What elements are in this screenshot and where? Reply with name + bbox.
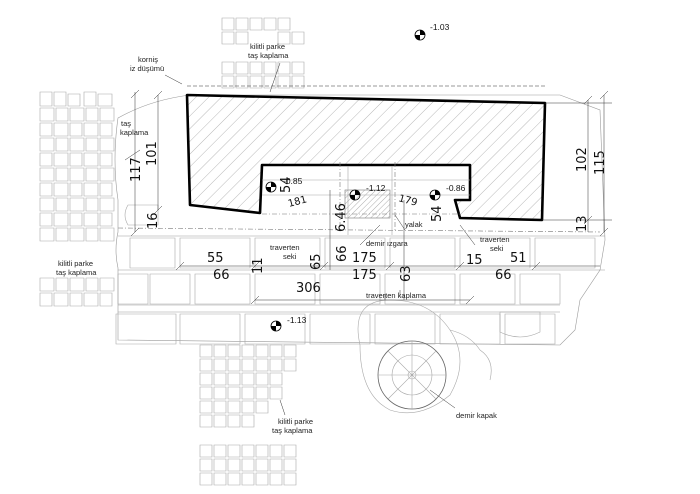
dim-115: 115 — [593, 150, 608, 175]
dim-102: 102 — [575, 147, 590, 172]
dim-65: 65 — [309, 253, 324, 270]
dim-179: 179 — [397, 193, 418, 209]
label-traverten-seki-2: seki — [283, 252, 297, 261]
dim-13: 13 — [575, 215, 590, 232]
level-right: -0.86 — [446, 183, 466, 193]
level-top: -1.03 — [430, 22, 450, 32]
label-tas-kaplama: taş — [121, 119, 131, 128]
dim-54-left: 54 — [279, 176, 294, 193]
level-marker-top — [414, 29, 426, 41]
label-traverten-seki: traverten — [270, 243, 300, 252]
dim-66-a: 66 — [213, 268, 230, 283]
dim-175-b: 175 — [352, 268, 377, 283]
dim-63: 63 — [399, 265, 414, 282]
label-traverten-kaplama: traverten kaplama — [366, 291, 427, 300]
level-marker-bottom — [270, 320, 282, 332]
label-kilitli-bottom-2: taş kaplama — [272, 426, 313, 435]
dim-16: 16 — [146, 212, 161, 229]
dim-306: 306 — [296, 281, 321, 296]
label-traverten-seki-right-2: seki — [490, 244, 504, 253]
dim-55: 55 — [207, 251, 224, 266]
level-marker-right — [429, 189, 441, 201]
label-kilitli-left: kilitli parke — [58, 259, 93, 268]
dim-51: 51 — [510, 251, 527, 266]
level-marker-left — [265, 181, 277, 193]
label-tas-kaplama-2: kaplama — [120, 128, 149, 137]
label-kilitli-top: kilitli parke — [250, 42, 285, 51]
dim-181: 181 — [287, 194, 308, 210]
left-paving-stones — [39, 91, 115, 307]
iron-cover-ornament — [357, 299, 541, 414]
level-marker-mid — [349, 189, 361, 201]
dim-66-b: 66 — [335, 245, 350, 262]
label-kornis: korniş — [138, 55, 158, 64]
dim-117: 117 — [129, 157, 144, 182]
dim-66-c: 66 — [495, 268, 512, 283]
label-traverten-seki-right: traverten — [480, 235, 510, 244]
dim-54-right: 54 — [430, 205, 445, 222]
label-kilitli-left-2: taş kaplama — [56, 268, 97, 277]
dim-101: 101 — [145, 141, 160, 166]
dimension-lines — [124, 62, 612, 416]
level-left: -0.85 — [283, 176, 303, 186]
fountain-basin-outline — [185, 93, 547, 222]
bottom-paving-stones — [199, 344, 297, 486]
level-bottom: -1.13 — [287, 315, 307, 325]
label-kilitli-bottom: kilitli parke — [278, 417, 313, 426]
label-kilitli-top-2: taş kaplama — [248, 51, 289, 60]
travertine-paving — [114, 94, 606, 346]
dim-6-46: 6.46 — [334, 203, 349, 232]
dim-175-a: 175 — [352, 251, 377, 266]
label-demir-izgara: demir ızgara — [366, 239, 409, 248]
dim-11: 11 — [251, 257, 266, 274]
level-mid: -1.12 — [366, 183, 386, 193]
label-demir-kapak: demir kapak — [456, 411, 497, 420]
dim-15: 15 — [466, 253, 483, 268]
label-kornis-2: iz düşümü — [130, 64, 164, 73]
label-yalak: yalak — [405, 220, 423, 229]
